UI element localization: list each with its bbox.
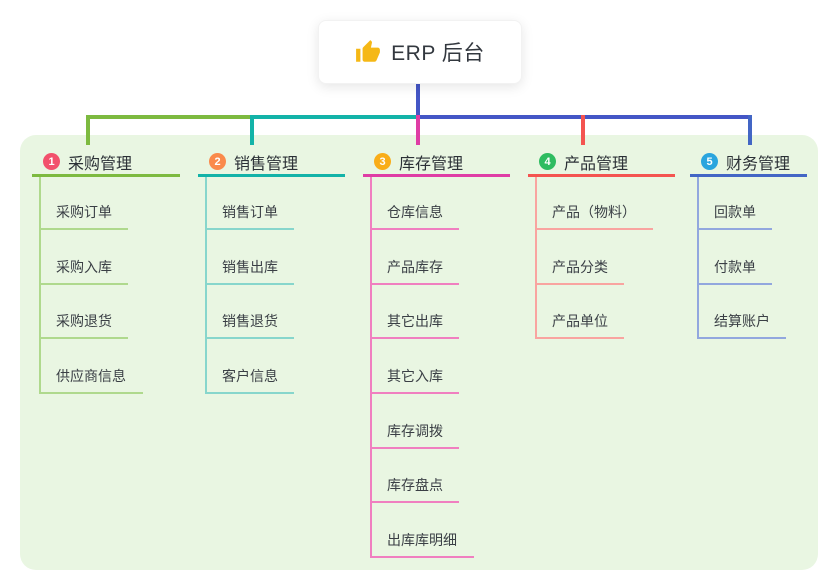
branches-panel <box>20 135 818 570</box>
node-item-label: 其它出库 <box>387 313 443 329</box>
branch-number-badge: 2 <box>209 153 226 170</box>
node-item-label: 出库库明细 <box>387 532 457 548</box>
node-item-label: 采购订单 <box>56 204 112 220</box>
node-item[interactable]: 客户信息 <box>205 360 294 394</box>
node-item[interactable]: 采购入库 <box>39 251 128 285</box>
connector-horizontal-1 <box>250 115 418 119</box>
node-item[interactable]: 仓库信息 <box>370 196 459 230</box>
node-item-label: 销售订单 <box>222 204 278 220</box>
branch-label: 产品管理 <box>564 155 629 173</box>
node-item-label: 产品（物料） <box>552 204 636 220</box>
node-item[interactable]: 销售订单 <box>205 196 294 230</box>
node-item[interactable]: 产品库存 <box>370 251 459 285</box>
branch-header-1[interactable]: 1 采购管理 <box>32 149 180 177</box>
node-item[interactable]: 销售出库 <box>205 251 294 285</box>
node-item-label: 客户信息 <box>222 368 278 384</box>
node-item-label: 库存盘点 <box>387 477 443 493</box>
node-item-label: 销售出库 <box>222 259 278 275</box>
branch-label: 采购管理 <box>68 155 133 173</box>
branch-header-3[interactable]: 3 库存管理 <box>363 149 510 177</box>
connector-drop-2 <box>250 115 254 145</box>
node-item-label: 仓库信息 <box>387 204 443 220</box>
node-item[interactable]: 销售退货 <box>205 305 294 339</box>
branch-label: 财务管理 <box>726 155 791 173</box>
node-item[interactable]: 产品（物料） <box>535 196 653 230</box>
branch-rail-1 <box>39 177 41 394</box>
node-item-label: 产品单位 <box>552 313 608 329</box>
node-item-label: 付款单 <box>714 259 756 275</box>
node-item[interactable]: 付款单 <box>697 251 772 285</box>
branch-rail-4 <box>535 177 537 339</box>
node-item[interactable]: 产品单位 <box>535 305 624 339</box>
node-item[interactable]: 供应商信息 <box>39 360 143 394</box>
connector-drop-4 <box>581 115 585 145</box>
node-item-label: 产品库存 <box>387 259 443 275</box>
node-item[interactable]: 结算账户 <box>697 305 786 339</box>
branch-number-badge: 3 <box>374 153 391 170</box>
branch-label: 销售管理 <box>234 155 299 173</box>
node-item[interactable]: 回款单 <box>697 196 772 230</box>
node-item-label: 产品分类 <box>552 259 608 275</box>
node-item-label: 库存调拨 <box>387 423 443 439</box>
branch-number-badge: 1 <box>43 153 60 170</box>
node-item[interactable]: 产品分类 <box>535 251 624 285</box>
node-item[interactable]: 库存盘点 <box>370 469 459 503</box>
node-item-label: 结算账户 <box>714 313 770 329</box>
branch-rail-3 <box>370 177 372 558</box>
branch-header-2[interactable]: 2 销售管理 <box>198 149 345 177</box>
node-item[interactable]: 库存调拨 <box>370 415 459 449</box>
branch-number-badge: 5 <box>701 153 718 170</box>
branch-rail-5 <box>697 177 699 339</box>
connector-horizontal-0 <box>86 115 252 119</box>
branch-label: 库存管理 <box>399 155 464 173</box>
node-item-label: 采购入库 <box>56 259 112 275</box>
branch-header-4[interactable]: 4 产品管理 <box>528 149 675 177</box>
node-item[interactable]: 出库库明细 <box>370 524 474 558</box>
connector-drop-1 <box>86 115 90 145</box>
node-item[interactable]: 其它入库 <box>370 360 459 394</box>
node-item[interactable]: 采购订单 <box>39 196 128 230</box>
node-item-label: 供应商信息 <box>56 368 126 384</box>
root-node[interactable]: ERP 后台 <box>318 20 522 84</box>
node-item-label: 采购退货 <box>56 313 112 329</box>
branch-rail-2 <box>205 177 207 394</box>
node-item-label: 销售退货 <box>222 313 278 329</box>
root-connector-line <box>416 84 420 119</box>
connector-drop-5 <box>748 115 752 145</box>
branch-header-5[interactable]: 5 财务管理 <box>690 149 807 177</box>
node-item[interactable]: 其它出库 <box>370 305 459 339</box>
connector-drop-3 <box>416 115 420 145</box>
node-item-label: 回款单 <box>714 204 756 220</box>
root-node-label: ERP 后台 <box>391 42 485 65</box>
thumbs-up-icon <box>356 40 381 62</box>
node-item-label: 其它入库 <box>387 368 443 384</box>
node-item[interactable]: 采购退货 <box>39 305 128 339</box>
branch-number-badge: 4 <box>539 153 556 170</box>
